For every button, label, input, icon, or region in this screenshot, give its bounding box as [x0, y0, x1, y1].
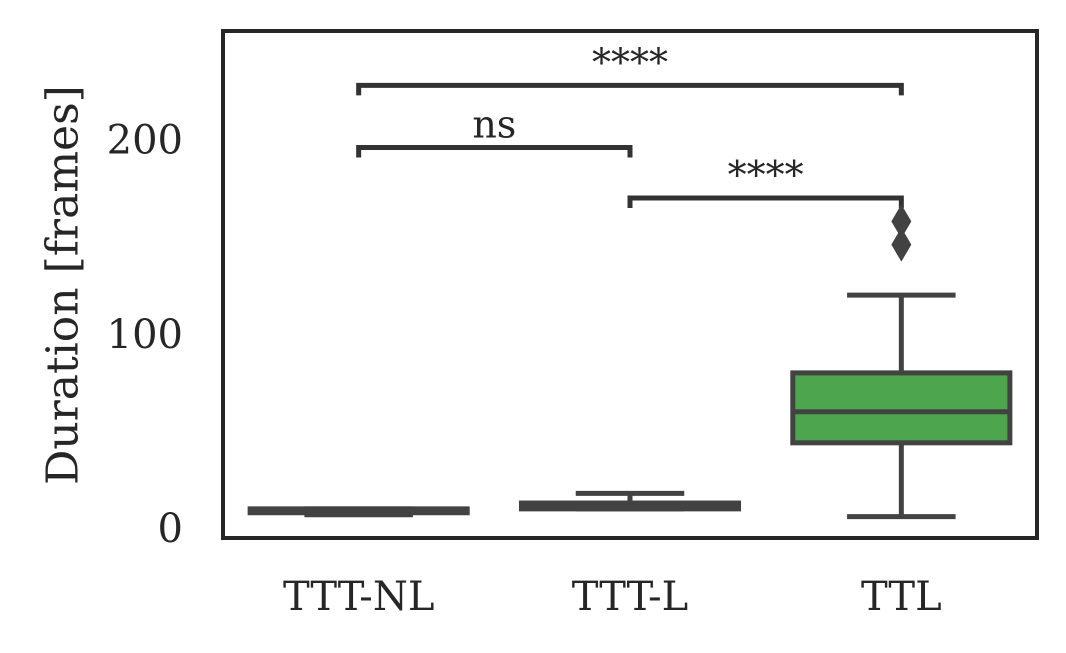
- y-axis-label: Duration [frames]: [38, 85, 89, 485]
- x-tick-label: TTT-NL: [283, 574, 434, 620]
- box-body: [790, 370, 1013, 446]
- significance-bracket: ****: [627, 153, 904, 209]
- bracket-line: [356, 145, 633, 158]
- significance-label: ****: [728, 153, 804, 197]
- y-tick-label: 200: [107, 118, 183, 164]
- significance-label: ****: [592, 40, 668, 84]
- box-ttl: [790, 204, 1013, 520]
- plot-frame: [221, 29, 1039, 540]
- significance-annotations: **** ns ****: [356, 40, 904, 209]
- x-axis-ticks: TTT-NL TTT-L TTL: [283, 574, 942, 620]
- bracket-line: [627, 195, 904, 209]
- outlier-marker: [891, 204, 912, 239]
- outlier-marker: [891, 227, 912, 262]
- bracket-line: [356, 82, 904, 96]
- boxes: [247, 204, 1013, 520]
- y-tick-label: 100: [107, 312, 183, 358]
- y-tick-label: 0: [158, 506, 183, 552]
- x-tick-label: TTT-L: [572, 574, 688, 620]
- significance-label: ns: [472, 103, 516, 147]
- x-tick-label: TTL: [861, 574, 942, 620]
- significance-bracket: ns: [356, 103, 633, 158]
- box-ttt-nl: [247, 506, 470, 518]
- y-axis-ticks: 0 100 200: [107, 118, 183, 553]
- significance-bracket: ****: [356, 40, 904, 96]
- box-ttt-l: [518, 490, 742, 512]
